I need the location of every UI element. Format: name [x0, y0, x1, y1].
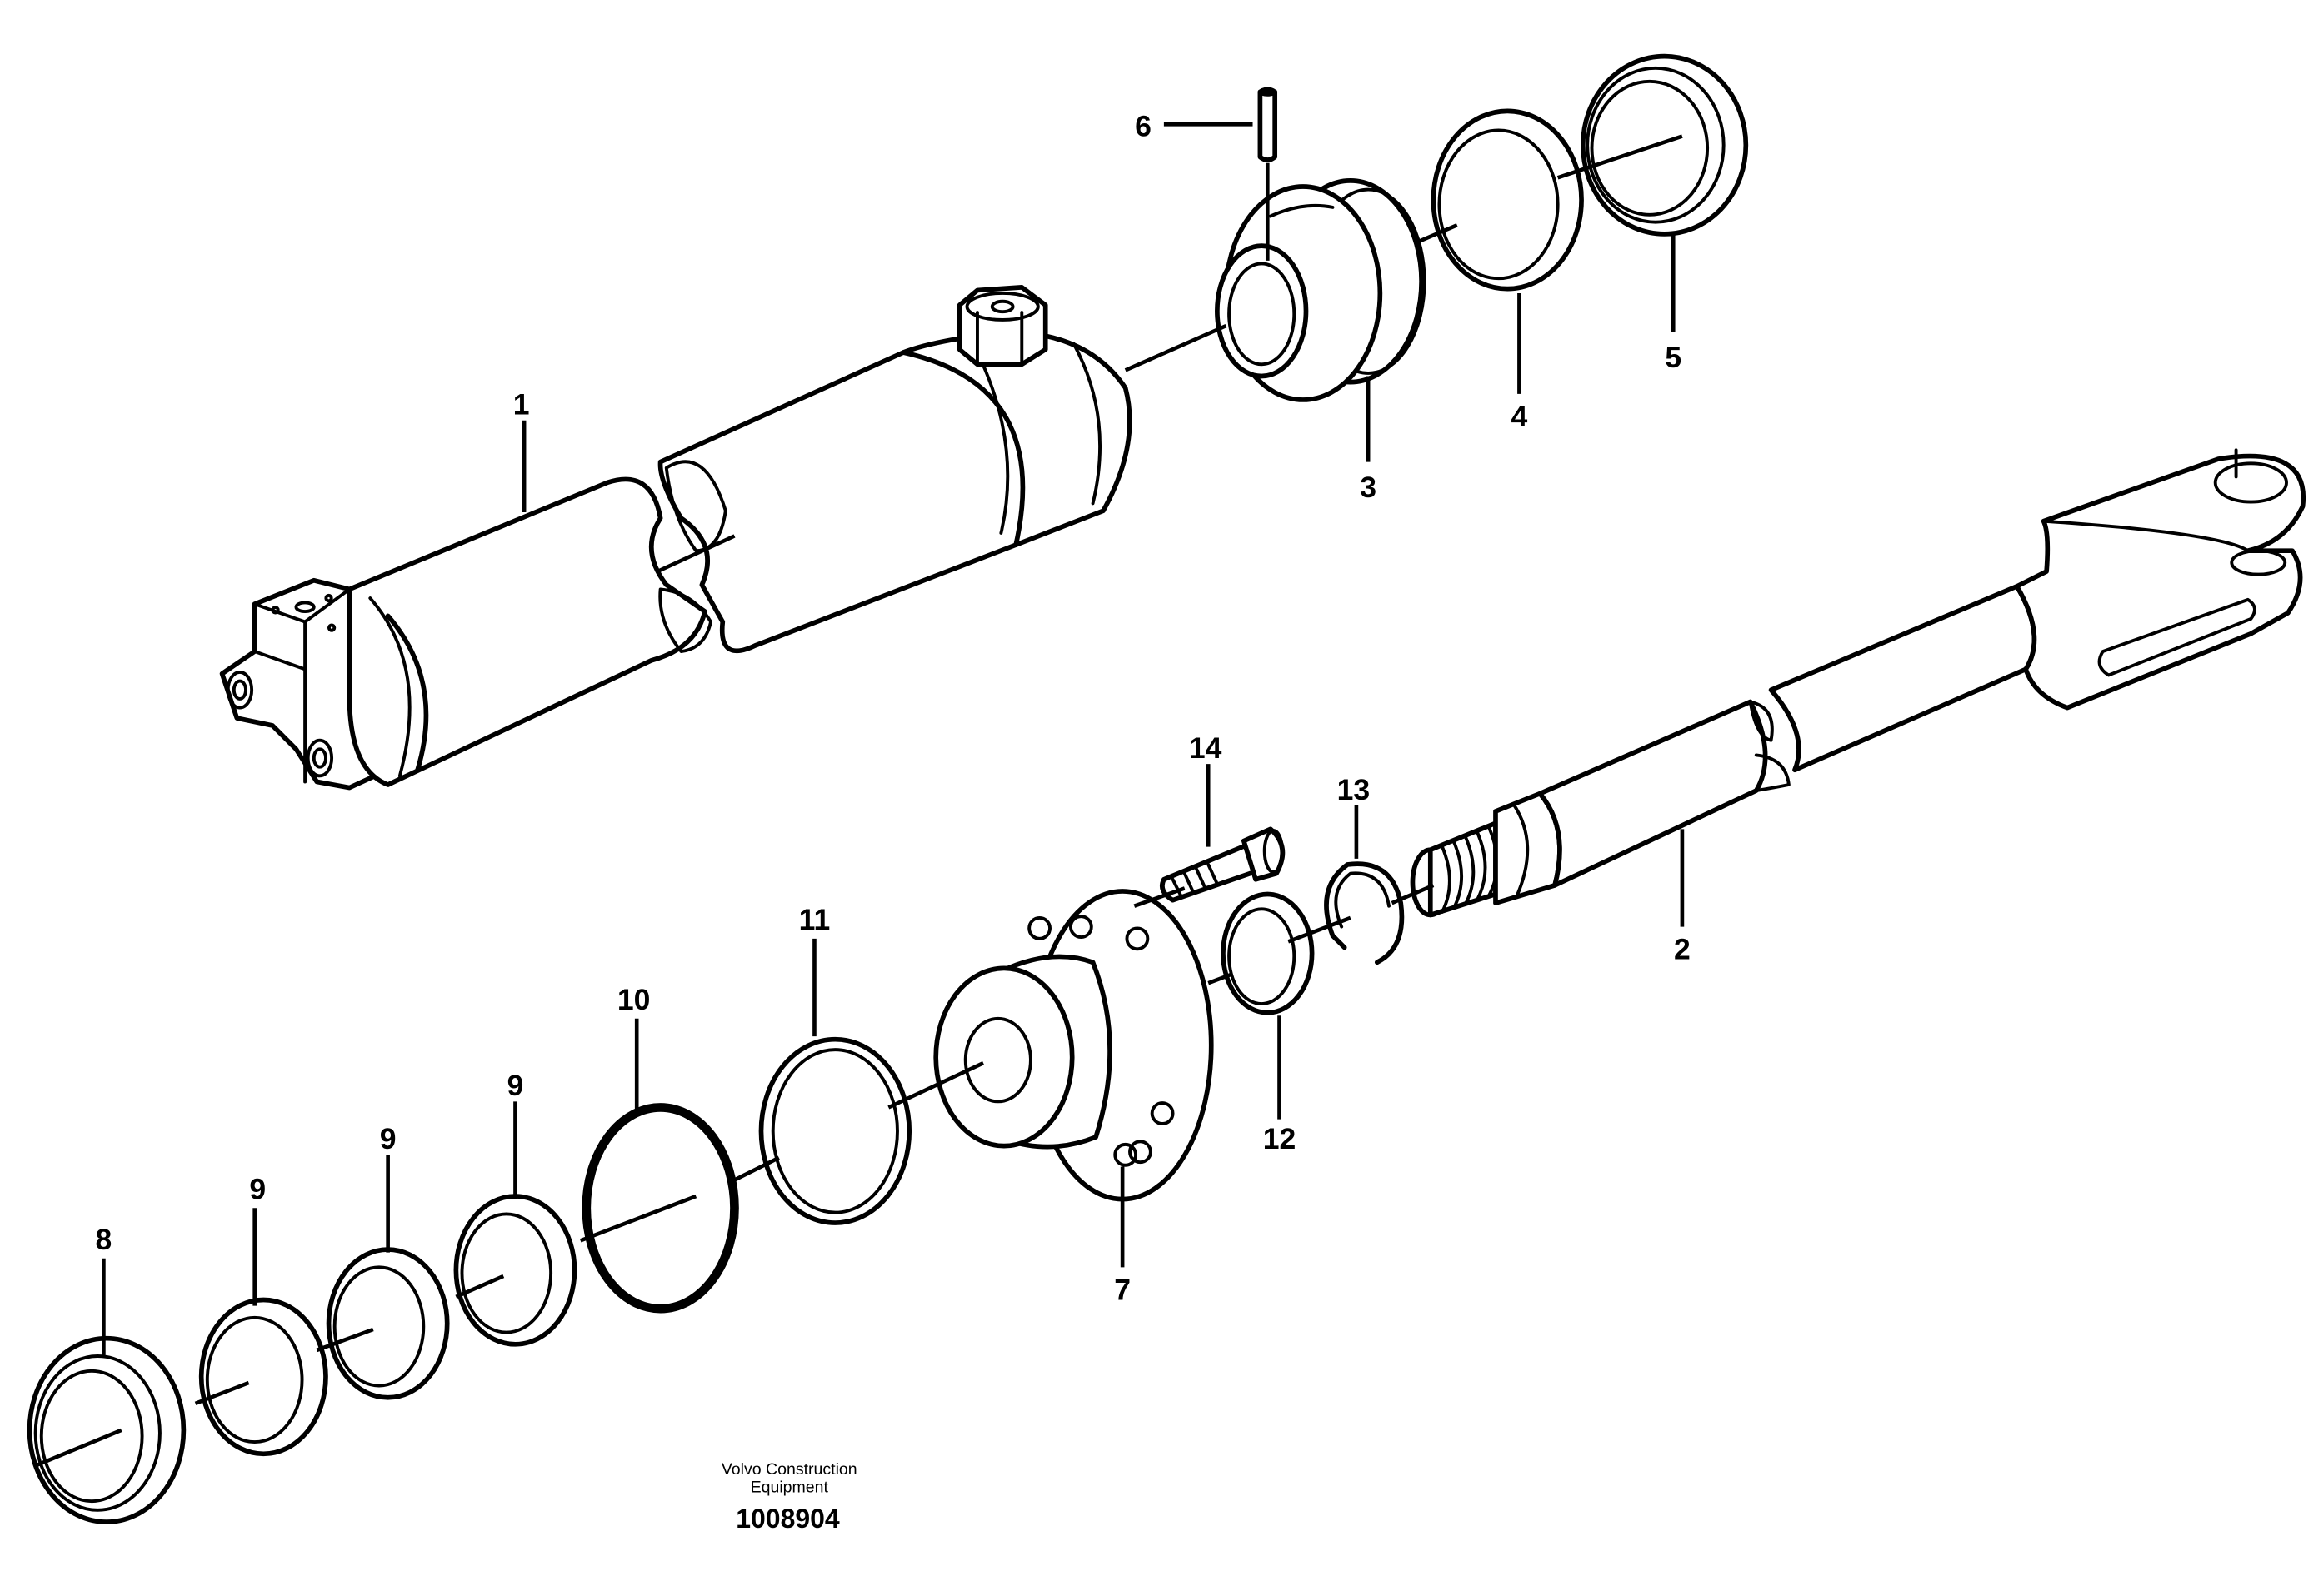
callout-7: 7 — [1114, 1273, 1131, 1306]
callout-13: 13 — [1337, 773, 1371, 806]
wiper-seal — [1580, 53, 1749, 237]
callout-8: 8 — [96, 1223, 112, 1256]
callout-10: 10 — [617, 983, 651, 1016]
callout-11: 11 — [799, 903, 831, 936]
credit-line-2: Equipment — [751, 1479, 829, 1497]
callout-14: 14 — [1189, 731, 1222, 765]
callout-9a: 9 — [249, 1173, 266, 1206]
piston — [933, 889, 1214, 1202]
cylinder-tube — [219, 285, 1132, 791]
bushing — [1431, 108, 1584, 292]
callout-4: 4 — [1511, 400, 1528, 433]
lock-pin — [1257, 87, 1278, 162]
callout-labels: 1 2 3 4 5 6 7 8 9 9 9 10 11 12 13 14 — [96, 110, 1691, 1307]
drawing-number: 1008904 — [736, 1504, 840, 1534]
assembly-axis-lines — [34, 134, 1683, 1468]
callout-5: 5 — [1665, 341, 1681, 374]
washer-12 — [1221, 891, 1315, 1015]
callout-1: 1 — [513, 388, 530, 421]
callout-12: 12 — [1263, 1122, 1296, 1155]
callout-6: 6 — [1135, 110, 1152, 143]
guide-ring-9a — [198, 1297, 328, 1457]
piston-rod — [1410, 448, 2306, 918]
leader-lines — [102, 122, 1685, 1357]
circlip-13 — [1324, 861, 1405, 965]
seal-ring-8 — [27, 1335, 187, 1524]
callout-2: 2 — [1674, 933, 1691, 966]
cylinder-guide — [1215, 178, 1426, 402]
callout-9b: 9 — [380, 1122, 397, 1155]
o-ring-10 — [582, 1103, 739, 1314]
guide-ring-9b — [326, 1247, 450, 1400]
callout-3: 3 — [1360, 471, 1376, 504]
callout-9c: 9 — [507, 1069, 524, 1102]
guide-ring-9c — [453, 1194, 577, 1347]
credit-line-1: Volvo Construction — [722, 1460, 857, 1479]
drawing-footer: Volvo Construction Equipment 1008904 — [722, 1460, 857, 1534]
backup-ring-11 — [758, 1036, 912, 1225]
